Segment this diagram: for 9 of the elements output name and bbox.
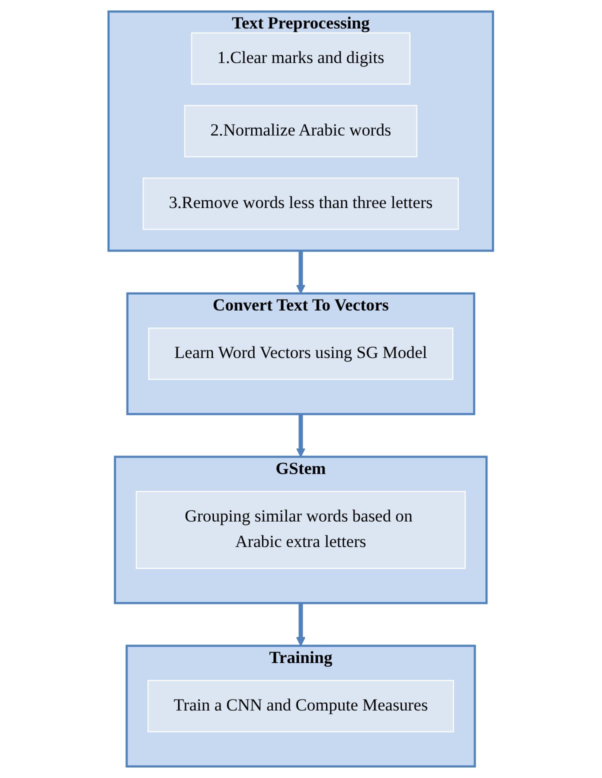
arrow <box>296 414 306 458</box>
node-box: Train a CNN and Compute Measures <box>148 680 454 732</box>
node-box: 2.Normalize Arabic words <box>184 104 418 158</box>
node-box: 1.Clear marks and digits <box>191 32 411 85</box>
node-box: Grouping similar words based on Arabic extra letters <box>136 490 466 569</box>
node-box: 3.Remove words less than three letters <box>142 178 460 230</box>
arrow <box>296 603 306 646</box>
node-box: Learn Word Vectors using SG Model <box>148 328 454 380</box>
arrow <box>296 250 306 294</box>
